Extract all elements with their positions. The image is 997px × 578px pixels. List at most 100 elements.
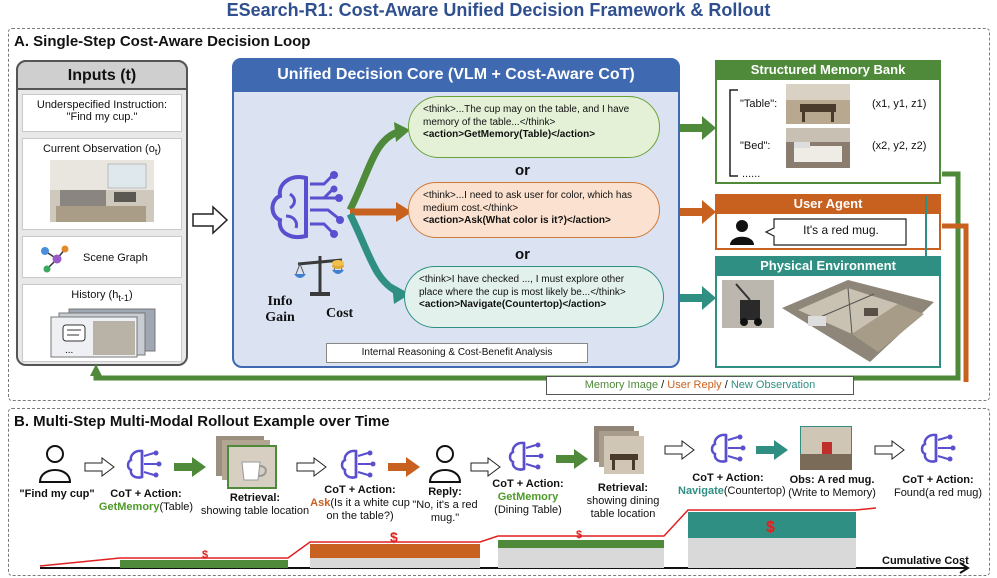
- timeline-arrow-3: [470, 457, 501, 477]
- history-label: History (h: [71, 289, 119, 301]
- section-b-frame: [8, 408, 990, 576]
- info-gain-label: Info Gain: [265, 294, 295, 325]
- cost-symbol-1: $: [202, 549, 208, 561]
- branch-arrows: [346, 122, 412, 304]
- step1-head: CoT + Action:: [110, 488, 182, 500]
- step3-label: CoT + Action: GetMemory (Dining Table): [478, 478, 578, 517]
- step4-label: CoT + Action: Navigate(Countertop): [678, 472, 786, 498]
- brain-icon-step3: [508, 441, 544, 471]
- decision-core-heading: Unified Decision Core (VLM + Cost-Aware …: [232, 58, 680, 92]
- memory-image-bed: [786, 128, 850, 168]
- core-footer: Internal Reasoning & Cost-Benefit Analys…: [326, 343, 588, 363]
- history-stack-icon: ...: [50, 308, 156, 358]
- cost-symbol-3: $: [576, 529, 582, 541]
- bubble2-think: <think>...I need to ask user for color, …: [423, 190, 633, 214]
- user-outline-icon: [38, 445, 72, 483]
- step4-arg: (Countertop): [723, 485, 786, 497]
- section-b-title: B. Multi-Step Multi-Modal Rollout Exampl…: [14, 413, 390, 430]
- observation-card: Current Observation (ot): [22, 138, 182, 230]
- memory-key-bed: "Bed":: [740, 140, 771, 152]
- bubble3-action: <action>Navigate(Countertop)</action>: [419, 299, 607, 310]
- bubble-navigate: <think>I have checked ..., I must explor…: [404, 266, 664, 328]
- step2-arg: (Is it a white cup on the table?): [326, 497, 410, 522]
- timeline-arrow-green-2: [556, 449, 588, 469]
- living-room-image: [50, 160, 154, 223]
- observation-image-mug: [800, 426, 852, 470]
- reply-speech-bubble: [764, 218, 907, 246]
- reply-body: "No, it's a red mug.": [412, 499, 478, 524]
- user-outline-icon-2: [428, 445, 462, 483]
- step3-arg: (Dining Table): [494, 504, 562, 516]
- feedback-sep-1: /: [658, 379, 668, 391]
- feedback-sep-2: /: [721, 379, 731, 391]
- memory-bank-heading: Structured Memory Bank: [715, 60, 941, 80]
- step4-head: CoT + Action:: [692, 472, 764, 484]
- observation-sub: t: [154, 147, 158, 158]
- feedback-user-reply: User Reply: [667, 379, 722, 391]
- retrieval2-head: Retrieval:: [597, 482, 649, 494]
- timeline-arrow-4: [664, 440, 695, 460]
- retrieval2-body: showing dining table location: [586, 495, 660, 520]
- bubble2-action: <action>Ask(What color is it?)</action>: [423, 215, 611, 226]
- user-reply-text: It's a red mug.: [803, 223, 879, 237]
- robot-image: [722, 280, 774, 328]
- step1-action: GetMemory: [98, 501, 160, 513]
- feedback-memory-image: Memory Image: [584, 379, 659, 391]
- inputs-to-core-arrow: [192, 205, 229, 235]
- retrieval-image-dining: [594, 426, 644, 474]
- bubble1-action: <action>GetMemory(Table)</action>: [423, 129, 596, 140]
- scene-graph-icon: [41, 245, 69, 273]
- step2-label: CoT + Action: Ask(Is it a white cup on t…: [310, 484, 410, 523]
- timeline-arrow-2: [296, 457, 327, 477]
- observation-body: (Write to Memory): [788, 487, 876, 499]
- svg-text:...: ...: [65, 345, 73, 356]
- memory-coord-table: (x1, y1, z1): [872, 98, 927, 110]
- feedback-legend: Memory Image / User Reply / New Observat…: [546, 376, 854, 395]
- feedback-new-observation: New Observation: [730, 379, 816, 391]
- history-card: History (ht-1) ...: [22, 284, 182, 362]
- step3-action: GetMemory: [497, 491, 559, 503]
- find-my-cup-label: "Find my cup": [19, 488, 95, 500]
- step5-label: CoT + Action: Found(a red mug): [884, 474, 992, 500]
- step5-head: CoT + Action:: [902, 474, 974, 486]
- user-icon: [730, 220, 754, 245]
- retrieval1-label: Retrieval: showing table location: [196, 492, 314, 518]
- cost-bar-4: [688, 512, 856, 538]
- observation-head: Obs: A red mug.: [789, 474, 875, 486]
- house-3d-image: [782, 280, 934, 362]
- physical-environment-heading: Physical Environment: [715, 256, 941, 276]
- retrieval2-label: Retrieval: showing dining table location: [580, 482, 666, 521]
- cost-bar-2: [310, 544, 480, 558]
- or-label-1: or: [515, 162, 530, 179]
- memory-image-table: [786, 84, 850, 124]
- or-label-2: or: [515, 246, 530, 263]
- cost-symbol-4: $: [766, 519, 775, 536]
- brain-network-icon: [270, 171, 344, 239]
- reply-head: Reply:: [428, 486, 462, 498]
- instruction-value: "Find my cup.": [66, 111, 138, 123]
- reply-label: Reply: "No, it's a red mug.": [410, 486, 480, 525]
- bubble1-think: <think>...The cup may on the table, and …: [423, 104, 630, 128]
- step2-action: Ask: [310, 497, 331, 509]
- cumulative-cost-chart: $ $ $ $ Cumulative Cost: [40, 507, 970, 574]
- memory-brace: [729, 89, 738, 177]
- balance-scale-icon: [294, 256, 344, 296]
- user-agent-heading: User Agent: [715, 194, 941, 214]
- cost-symbol-2: $: [390, 529, 398, 545]
- bubble-getmemory: <think>...The cup may on the table, and …: [408, 96, 660, 158]
- observation-label: Current Observation (o: [42, 143, 155, 155]
- scene-graph-card: Scene Graph: [22, 236, 182, 278]
- step2-head: CoT + Action:: [324, 484, 396, 496]
- observation-label: Obs: A red mug. (Write to Memory): [784, 474, 880, 500]
- instruction-label: Underspecified Instruction:: [36, 99, 168, 111]
- timeline-arrow-5: [874, 440, 905, 460]
- inputs-heading: Inputs (t): [16, 60, 188, 90]
- timeline-arrow-1: [84, 457, 115, 477]
- step5-body: Found(a red mug): [893, 487, 983, 499]
- retrieval1-body: showing table location: [200, 505, 310, 517]
- step4-action: Navigate: [678, 485, 724, 497]
- bubble-ask: <think>...I need to ask user for color, …: [408, 182, 660, 238]
- cost-bar-1: [120, 560, 288, 568]
- brain-icon-step2: [340, 449, 376, 479]
- step1-arg: (Table): [159, 501, 194, 513]
